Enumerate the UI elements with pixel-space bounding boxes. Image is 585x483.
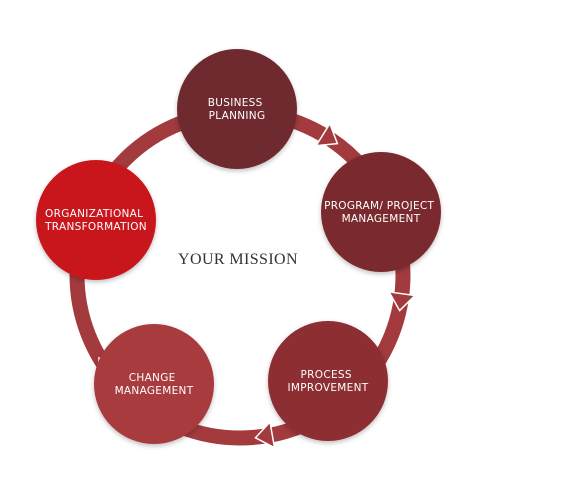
node-circle (177, 49, 297, 169)
svg-text:ORGANIZATIONAL TRANSFORM: ORGANIZATIONAL TRANSFORMATION (44, 208, 147, 233)
node-process-improvement: PROCESS IMPROVEMENT (268, 321, 388, 441)
node-circle (36, 160, 156, 280)
node-label-line: ORGANIZATIONAL (45, 208, 143, 220)
node-business-planning: BUSINESS PLANNING (177, 49, 297, 169)
node-label-line: PROGRAM/ PROJECT (324, 200, 434, 212)
node-label-line: CHANGE (129, 372, 176, 384)
node-circle (268, 321, 388, 441)
svg-text:BUSINESS PLANNING: BUSINESS PLANNING (208, 97, 267, 122)
node-label-line: IMPROVEMENT (288, 382, 369, 394)
node-program-project-management: PROGRAM/ PROJECT MANAGEMENT (321, 152, 441, 272)
center-label: YOUR MISSION (178, 251, 298, 268)
node-label-line: BUSINESS (208, 97, 263, 109)
node-circle (321, 152, 441, 272)
node-label-line: MANAGEMENT (342, 213, 421, 225)
node-label-line: MANAGEMENT (115, 385, 194, 397)
node-organizational-transformation: ORGANIZATIONAL TRANSFORMATION (36, 160, 156, 280)
node-label-line: PROCESS (301, 369, 352, 381)
node-label-line: TRANSFORMATION (44, 221, 147, 233)
arrowhead (254, 420, 276, 449)
node-circle (94, 324, 214, 444)
svg-text:PROGRAM/ PROJECT MANAGEM: PROGRAM/ PROJECT MANAGEMENT (324, 200, 438, 225)
arrowhead (314, 121, 339, 147)
arrowhead (387, 290, 417, 312)
svg-text:PROCESS IMPROVEMENT: PROCESS IMPROVEMENT (288, 369, 369, 394)
svg-text:CHANGE MANAGEMENT: CHANGE MANAGEMENT (115, 372, 194, 397)
node-change-management: CHANGE MANAGEMENT (94, 324, 214, 444)
node-label-line: PLANNING (209, 110, 266, 122)
